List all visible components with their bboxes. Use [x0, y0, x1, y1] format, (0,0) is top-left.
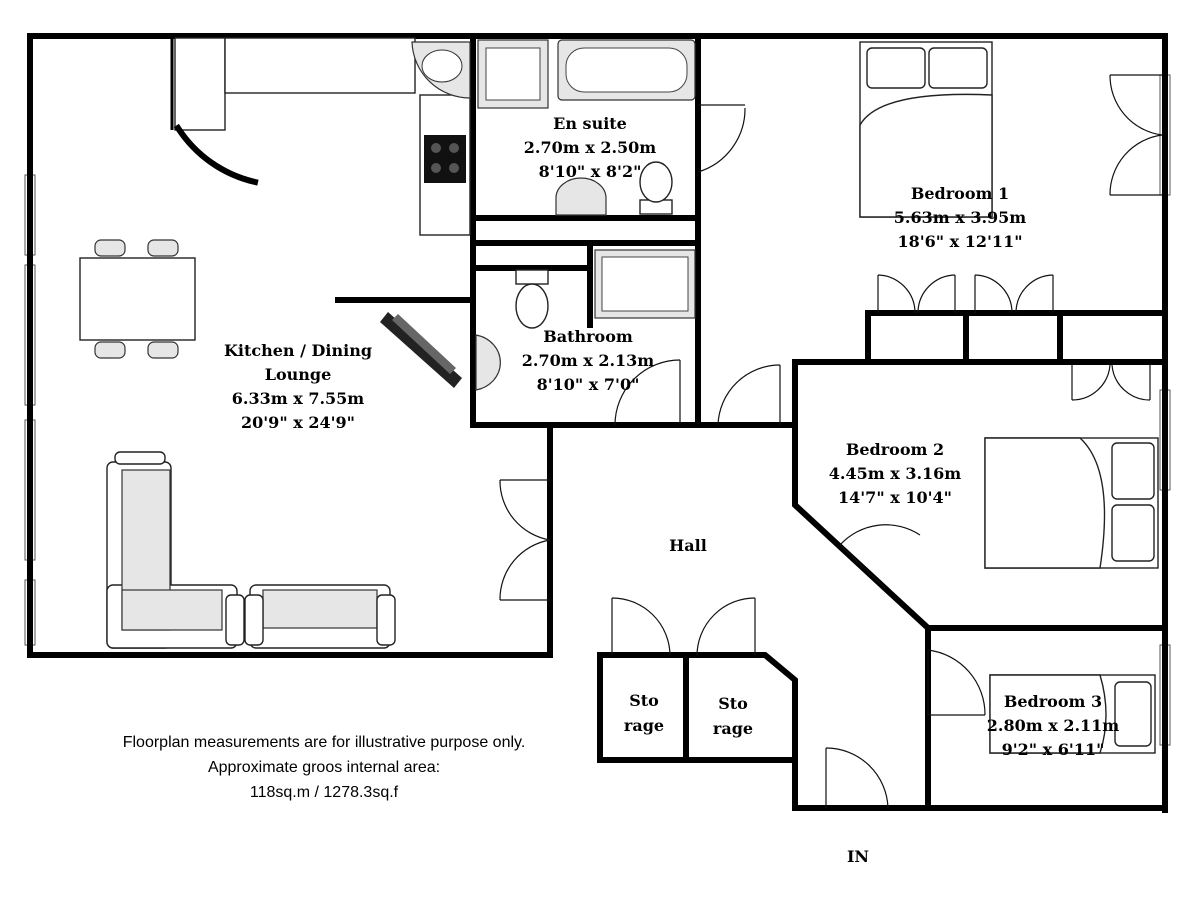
svg-text:Approximate groos internal are: Approximate groos internal area: [208, 759, 440, 776]
room-imperial: 20'9" x 24'9" [241, 413, 355, 432]
room-imperial: 18'6" x 12'11" [897, 232, 1022, 251]
room-label-ensuite: En suite 2.70m x 2.50m 8'10" x 8'2" [524, 114, 657, 181]
doors [499, 74, 1163, 809]
room-label-bedroom2: Bedroom 2 4.45m x 3.16m 14'7" x 10'4" [829, 440, 962, 507]
tv-unit-icon [380, 312, 462, 388]
svg-text:Floorplan measurements are for: Floorplan measurements are for illustrat… [123, 734, 526, 751]
bed-icon [989, 674, 1156, 754]
room-label-bedroom1: Bedroom 1 5.63m x 3.95m 18'6" x 12'11" [894, 184, 1027, 251]
svg-text:rage: rage [624, 716, 664, 735]
room-imperial: 14'7" x 10'4" [838, 488, 952, 507]
bedroom-fixtures [859, 41, 1159, 754]
sink-icon [411, 41, 471, 99]
room-imperial: 8'10" x 8'2" [539, 162, 642, 181]
svg-text:118sq.m / 1278.3sq.f: 118sq.m / 1278.3sq.f [250, 784, 399, 801]
room-name: Kitchen / Dining [224, 341, 372, 360]
dining-table-icon [79, 239, 196, 359]
sink-icon [555, 177, 607, 216]
room-imperial: 8'10" x 7'0" [537, 375, 640, 394]
room-label-bedroom3: Bedroom 3 2.80m x 2.11m 9'2" x 6'11" [987, 692, 1120, 759]
room-name: Bedroom 3 [1004, 692, 1102, 711]
room-name: Bathroom [543, 327, 633, 346]
room-metric: 6.33m x 7.55m [232, 389, 365, 408]
svg-text:rage: rage [713, 719, 753, 738]
room-metric: 2.70m x 2.50m [524, 138, 657, 157]
entrance-label: IN [847, 847, 869, 866]
bathroom-fixtures [475, 39, 696, 391]
bed-icon [859, 41, 993, 218]
room-label-hall: Hall [669, 536, 707, 555]
room-label-kitchen: Kitchen / Dining Lounge 6.33m x 7.55m 20… [224, 341, 372, 432]
hob-icon [424, 135, 466, 183]
toilet-icon [639, 161, 673, 215]
sofa-icon [244, 584, 396, 649]
room-metric: 5.63m x 3.95m [894, 208, 1027, 227]
kitchen-fixtures [79, 37, 471, 649]
room-name: Bedroom 1 [911, 184, 1009, 203]
sink-icon [475, 334, 501, 391]
svg-text:Sto: Sto [629, 691, 659, 710]
room-label-storage-2: Sto rage [713, 694, 753, 738]
room-metric: 4.45m x 3.16m [829, 464, 962, 483]
room-metric: 2.80m x 2.11m [987, 716, 1120, 735]
walls [27, 33, 1168, 813]
room-label-bathroom: Bathroom 2.70m x 2.13m 8'10" x 7'0" [522, 327, 655, 394]
room-name: Hall [669, 536, 707, 555]
bed-icon [984, 437, 1159, 569]
room-name: En suite [553, 114, 627, 133]
toilet-icon [515, 269, 549, 329]
svg-text:Sto: Sto [718, 694, 748, 713]
disclaimer-note: Floorplan measurements are for illustrat… [123, 734, 526, 801]
room-metric: 2.70m x 2.13m [522, 351, 655, 370]
room-name: Bedroom 2 [846, 440, 944, 459]
room-name: Lounge [265, 365, 332, 384]
room-label-storage-1: Sto rage [624, 691, 664, 735]
sofa-icon [106, 451, 245, 649]
room-imperial: 9'2" x 6'11" [1002, 740, 1105, 759]
